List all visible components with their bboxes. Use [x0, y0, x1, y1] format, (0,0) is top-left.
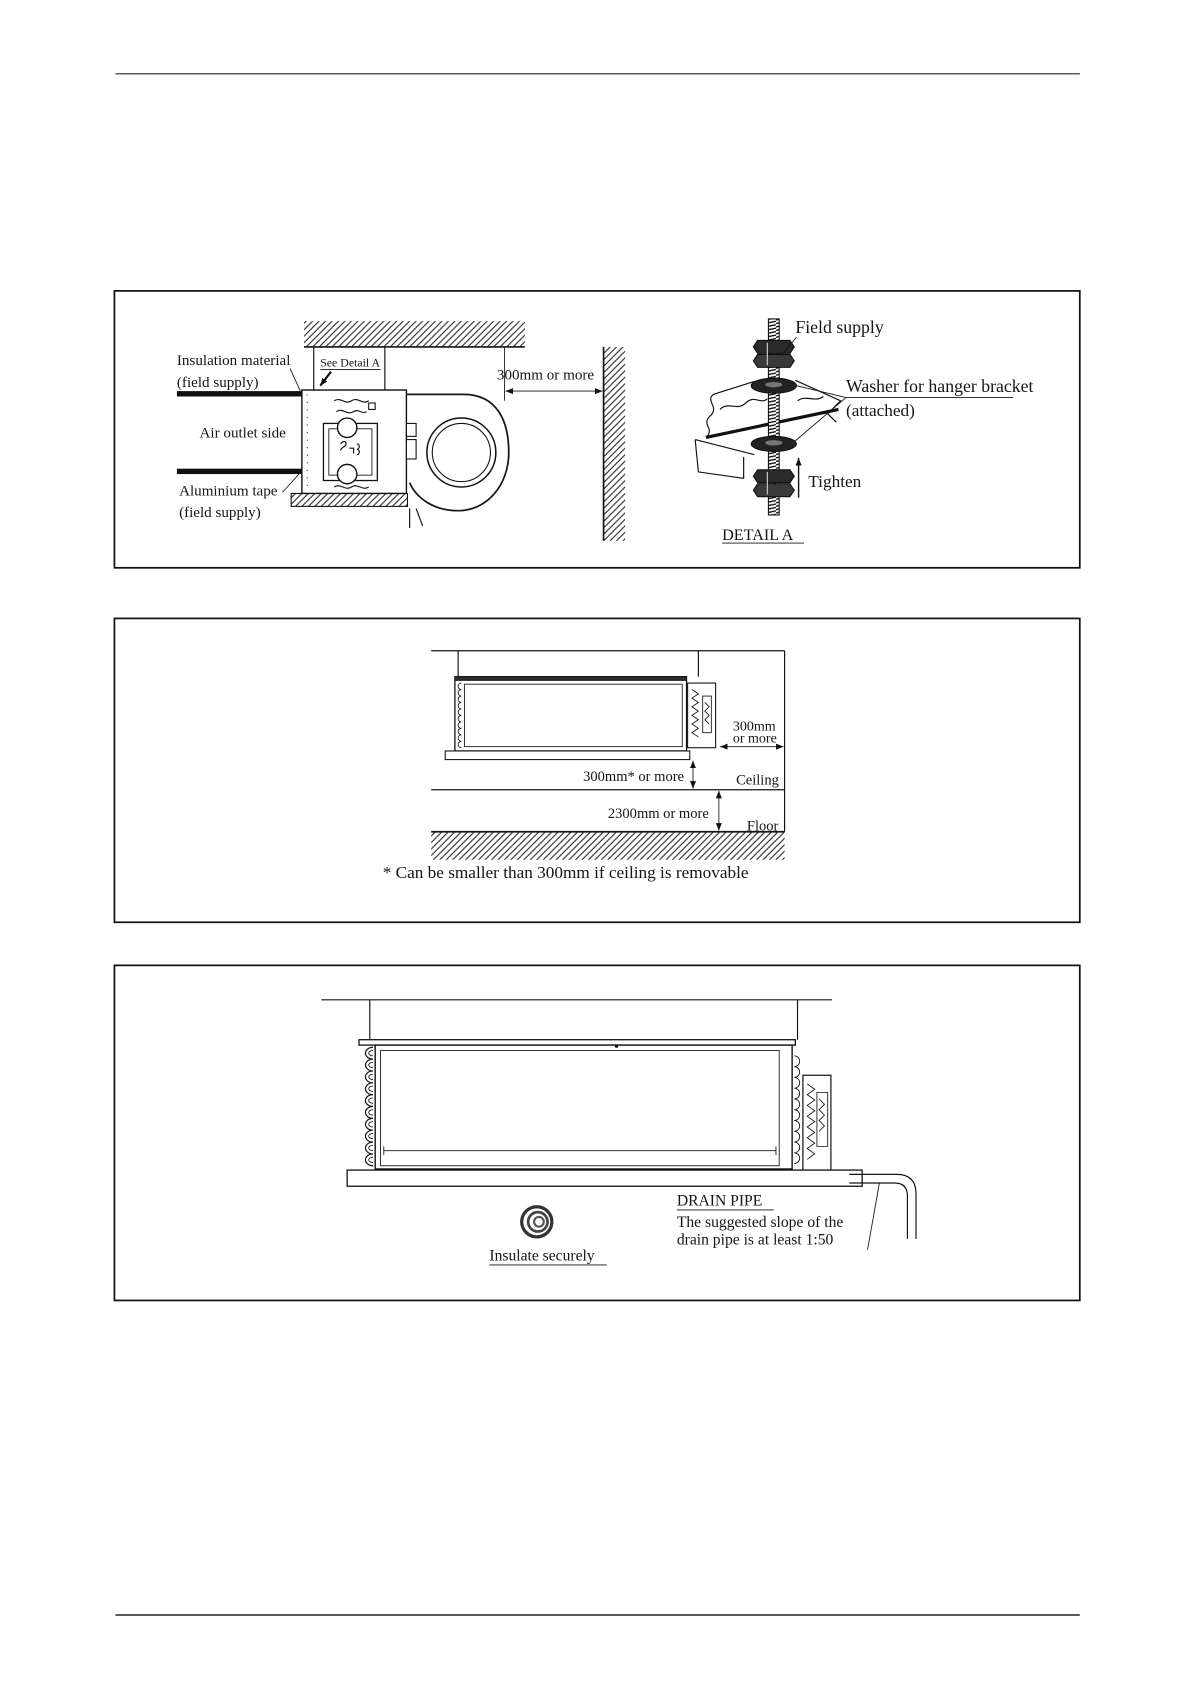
unit-casing-inner: [380, 1050, 780, 1167]
indoor-unit-body: [454, 675, 688, 752]
lower-washer-hole: [765, 440, 783, 446]
unit-top-flange: [454, 676, 687, 681]
figure-1-frame: [113, 290, 1081, 569]
heat-exchanger-coil: [364, 1046, 374, 1167]
refrigerant-tube-lower: [333, 485, 370, 489]
insulate-securely-label: Insulate securely: [489, 1248, 595, 1265]
pipe-connection-bottom: [336, 463, 358, 485]
bracket-left-edge: [705, 393, 715, 438]
fan-motor-detail: [691, 689, 712, 738]
wall-hatch: [603, 346, 626, 541]
fan-wheel-outer: [426, 417, 497, 488]
floor-clearance-label: 2300mm or more: [608, 806, 709, 822]
unit-top-flange: [358, 1039, 797, 1046]
unit-installation-diagram: Insulation material (field supply) See D…: [176, 321, 626, 541]
tighten-label: Tighten: [808, 472, 861, 491]
ceiling-hatch: [304, 321, 525, 347]
ceiling-panel: [346, 1169, 863, 1187]
floor-hatch: [431, 831, 785, 860]
indoor-unit: [454, 675, 717, 752]
clearance-label: 300mm or more: [497, 367, 594, 383]
ceiling-panel: [444, 750, 691, 761]
figure-2-frame: [113, 617, 1081, 924]
insulation-field-supply-label: (field supply): [177, 375, 259, 391]
indoor-unit-body: [374, 1044, 793, 1170]
refrigerant-tube: [333, 398, 370, 414]
casing-screw: [614, 1044, 619, 1048]
figure-3-drain: DRAIN PIPE The suggested slope of the dr…: [113, 964, 1081, 1302]
insulation-roll-core: [533, 1215, 545, 1228]
terminal-marks: [340, 440, 360, 456]
indoor-unit: [301, 389, 417, 495]
slope-note-line-1: The suggested slope of the: [677, 1214, 844, 1231]
right-coil: [794, 1055, 801, 1165]
see-detail-arrow: [319, 371, 332, 387]
threaded-rod: [767, 318, 780, 516]
bracket-flange: [694, 439, 755, 480]
fan-scroll: [406, 393, 510, 512]
air-outlet-side-label: Air outlet side: [200, 425, 287, 441]
small-fitting: [368, 402, 376, 410]
drain-pipe: [849, 1173, 917, 1240]
floor-label: Floor: [747, 819, 779, 835]
bracket-surface-waves: [719, 395, 824, 410]
guide-ticks: [383, 1146, 777, 1155]
ceiling-clearance-label: 300mm* or more: [583, 769, 684, 785]
heat-exchanger-coil-inner: [368, 1050, 374, 1163]
detail-a-title: DETAIL A: [722, 527, 794, 544]
insulation-roll-icon: [520, 1205, 554, 1239]
aluminium-tape-label: Aluminium tape: [179, 484, 278, 500]
washer-leader-upper: [796, 385, 847, 398]
insulation-leader: [289, 368, 302, 393]
figure-3-frame: [113, 964, 1081, 1302]
washer-label: Washer for hanger bracket: [846, 376, 1034, 396]
indoor-unit: [358, 1039, 832, 1171]
washer-leader-lower: [794, 397, 847, 443]
insulation-roll-outer: [520, 1205, 554, 1239]
heat-exchanger-coil: [457, 682, 462, 749]
upper-nut-1: [752, 339, 795, 354]
pipe-connection-top: [336, 417, 358, 439]
tape-field-supply-label: (field supply): [179, 505, 261, 521]
detail-a-diagram: Field supply Washer for hanger bracket (…: [694, 317, 1034, 544]
lower-nut-2: [752, 483, 795, 498]
see-detail-a-label: See Detail A: [320, 355, 380, 369]
drain-pipe-leader: [867, 1182, 880, 1250]
insulation-roll-middle: [526, 1210, 549, 1233]
drain-outlet: [409, 508, 424, 528]
washer-attached-label: (attached): [846, 401, 915, 420]
field-supply-label: Field supply: [795, 317, 883, 337]
upper-nut-2: [752, 353, 795, 368]
side-bracket-lower: [405, 439, 417, 460]
field-supply-leader: [781, 336, 797, 356]
duct-flange-top: [176, 391, 302, 397]
side-clearance-label-1: 300mm: [733, 719, 776, 734]
duct-flange-bottom: [176, 468, 302, 475]
unit-casing-inner: [464, 683, 683, 748]
insulation-material-label: Insulation material: [177, 353, 290, 369]
figure-1-installation: Insulation material (field supply) See D…: [113, 290, 1081, 569]
aluminium-tape-leader: [282, 471, 302, 493]
ceiling-label: Ceiling: [736, 772, 779, 788]
drain-pipe-outer: [849, 1173, 917, 1240]
drain-pipe-inner: [849, 1182, 909, 1240]
fan-wheel-inner: [431, 422, 491, 483]
drain-pipe-label: DRAIN PIPE: [677, 1193, 762, 1210]
upper-washer-hole: [765, 381, 783, 388]
fan-motor-detail: [806, 1083, 829, 1160]
figure-2-clearances: 300mm or more 300mm* or more Ceiling 230…: [113, 617, 1081, 924]
lower-nut-1: [752, 469, 795, 484]
drain-pan-hatch: [290, 492, 409, 507]
slope-note-line-2: drain pipe is at least 1:50: [677, 1231, 834, 1248]
fan-housing: [406, 393, 510, 512]
side-clearance-label-2: or more: [733, 731, 777, 746]
clearance-footnote: * Can be smaller than 300mm if ceiling i…: [383, 863, 749, 882]
side-bracket-upper: [405, 422, 417, 437]
